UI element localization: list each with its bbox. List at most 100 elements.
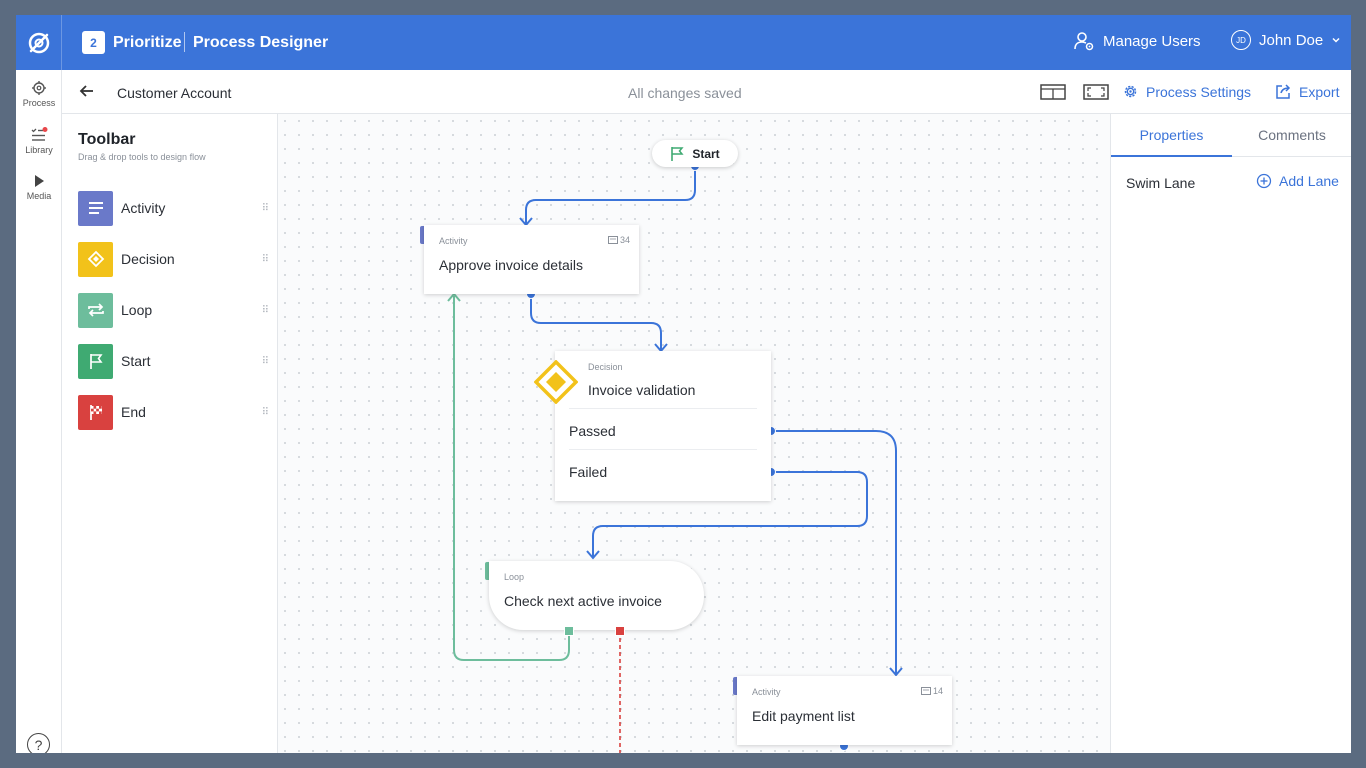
- avatar: JD: [1231, 30, 1251, 50]
- page-title: Process Designer: [193, 34, 329, 51]
- tool-activity[interactable]: Activity ⠿: [78, 190, 269, 226]
- tool-label: Decision: [121, 251, 175, 267]
- connector-loop-back: [453, 296, 570, 661]
- title-separator: [184, 32, 185, 52]
- drag-handle-icon[interactable]: ⠿: [261, 406, 269, 418]
- comment-count: 34: [608, 235, 630, 245]
- tab-comments[interactable]: Comments: [1232, 114, 1351, 157]
- app-number-badge: 2: [82, 31, 105, 54]
- user-name: John Doe: [1259, 31, 1324, 49]
- flag-icon: [671, 146, 684, 161]
- left-rail: Process Library Media ?: [16, 70, 62, 753]
- back-arrow-icon[interactable]: [78, 82, 96, 105]
- app-logo-icon[interactable]: [16, 15, 62, 70]
- process-canvas[interactable]: Start Activity 34 Approve invoice detail…: [278, 114, 1110, 753]
- connector-activity-decision: [530, 294, 662, 350]
- node-title: Approve invoice details: [439, 257, 583, 273]
- flag-icon: [78, 343, 113, 379]
- node-title: Edit payment list: [752, 708, 855, 724]
- plus-circle-icon: [1256, 173, 1272, 189]
- rail-item-library[interactable]: Library: [16, 127, 62, 155]
- comment-icon: [921, 687, 931, 695]
- comment-count: 14: [921, 686, 943, 696]
- loop-exit-port[interactable]: [615, 626, 625, 636]
- rail-item-process[interactable]: Process: [16, 80, 62, 108]
- tool-loop[interactable]: Loop ⠿: [78, 292, 269, 328]
- export-label: Export: [1299, 83, 1340, 100]
- count-value: 34: [620, 235, 631, 245]
- fullscreen-icon[interactable]: [1083, 83, 1109, 106]
- node-title: Invoice validation: [588, 382, 696, 398]
- checkered-flag-icon: [78, 394, 113, 430]
- users-gear-icon: [1074, 32, 1094, 51]
- help-icon[interactable]: ?: [27, 733, 50, 753]
- tool-end[interactable]: End ⠿: [78, 394, 269, 430]
- gear-icon: [1124, 85, 1137, 98]
- rail-label: Media: [26, 191, 52, 201]
- loop-continue-port[interactable]: [564, 626, 574, 636]
- connector-failed-loop: [592, 471, 868, 557]
- arrowhead: [889, 667, 903, 677]
- process-settings-button[interactable]: Process Settings: [1122, 83, 1251, 100]
- top-bar: 2 Prioritize Process Designer Manage Use…: [16, 15, 1351, 70]
- drag-handle-icon[interactable]: ⠿: [261, 202, 269, 214]
- rail-label: Process: [22, 98, 56, 108]
- tool-label: Activity: [121, 200, 166, 216]
- node-type: Decision: [588, 362, 623, 372]
- tool-label: End: [121, 404, 146, 420]
- start-label: Start: [692, 146, 720, 161]
- split-view-icon[interactable]: [1040, 83, 1066, 106]
- export-button[interactable]: Export: [1275, 83, 1339, 100]
- tool-start[interactable]: Start ⠿: [78, 343, 269, 379]
- arrowhead: [447, 292, 461, 302]
- library-icon: [31, 127, 48, 141]
- list-icon: [78, 190, 113, 226]
- drag-handle-icon[interactable]: ⠿: [261, 304, 269, 316]
- drag-handle-icon[interactable]: ⠿: [261, 253, 269, 265]
- tab-properties[interactable]: Properties: [1111, 114, 1232, 157]
- tool-decision[interactable]: Decision ⠿: [78, 241, 269, 277]
- process-icon: [32, 81, 46, 95]
- connector-start-activity: [525, 166, 696, 224]
- divider: [569, 408, 757, 409]
- sub-header: Customer Account All changes saved Proce…: [62, 70, 1351, 114]
- drag-handle-icon[interactable]: ⠿: [261, 355, 269, 367]
- start-node[interactable]: Start: [652, 140, 738, 167]
- user-menu[interactable]: JD John Doe: [1231, 30, 1341, 50]
- connector-passed-activity: [771, 430, 897, 674]
- export-icon: [1276, 84, 1291, 99]
- diamond-icon: [78, 241, 113, 277]
- node-type: Loop: [504, 572, 525, 582]
- process-settings-label: Process Settings: [1146, 83, 1252, 100]
- activity-node-approve[interactable]: Activity 34 Approve invoice details: [424, 225, 639, 294]
- loop-node-check-invoice[interactable]: Loop Check next active invoice: [489, 561, 704, 630]
- swim-lane-label: Swim Lane: [1126, 175, 1196, 191]
- tool-label: Loop: [121, 302, 153, 318]
- manage-users-button[interactable]: Manage Users: [1073, 30, 1201, 52]
- rail-label: Library: [25, 145, 53, 155]
- connector-layer: [447, 161, 903, 753]
- divider: [569, 449, 757, 450]
- rail-item-media[interactable]: Media: [16, 173, 62, 201]
- count-value: 14: [933, 686, 944, 696]
- decision-node-invoice-validation[interactable]: Decision Invoice validation Passed Faile…: [555, 351, 771, 501]
- activity-node-edit-payment[interactable]: Activity 14 Edit payment list: [737, 676, 952, 745]
- decision-option-failed[interactable]: Failed: [569, 464, 608, 480]
- save-status: All changes saved: [628, 85, 742, 101]
- manage-users-label: Manage Users: [1103, 32, 1201, 50]
- loop-icon: [78, 292, 113, 328]
- decision-option-passed[interactable]: Passed: [569, 423, 616, 439]
- arrowhead: [586, 550, 600, 560]
- tool-label: Start: [121, 353, 151, 369]
- node-type: Activity: [752, 687, 781, 697]
- app-name[interactable]: Prioritize: [113, 34, 182, 51]
- add-lane-button[interactable]: Add Lane: [1256, 173, 1339, 189]
- media-icon: [35, 175, 44, 187]
- node-title: Check next active invoice: [504, 593, 662, 609]
- properties-panel: Properties Comments Swim Lane Add Lane: [1110, 114, 1351, 753]
- toolbar-panel: Toolbar Drag & drop tools to design flow…: [62, 114, 278, 753]
- comment-icon: [608, 236, 618, 244]
- diamond-icon: [533, 359, 579, 409]
- toolbar-subtitle: Drag & drop tools to design flow: [78, 152, 206, 162]
- app-window: 2 Prioritize Process Designer Manage Use…: [16, 15, 1351, 753]
